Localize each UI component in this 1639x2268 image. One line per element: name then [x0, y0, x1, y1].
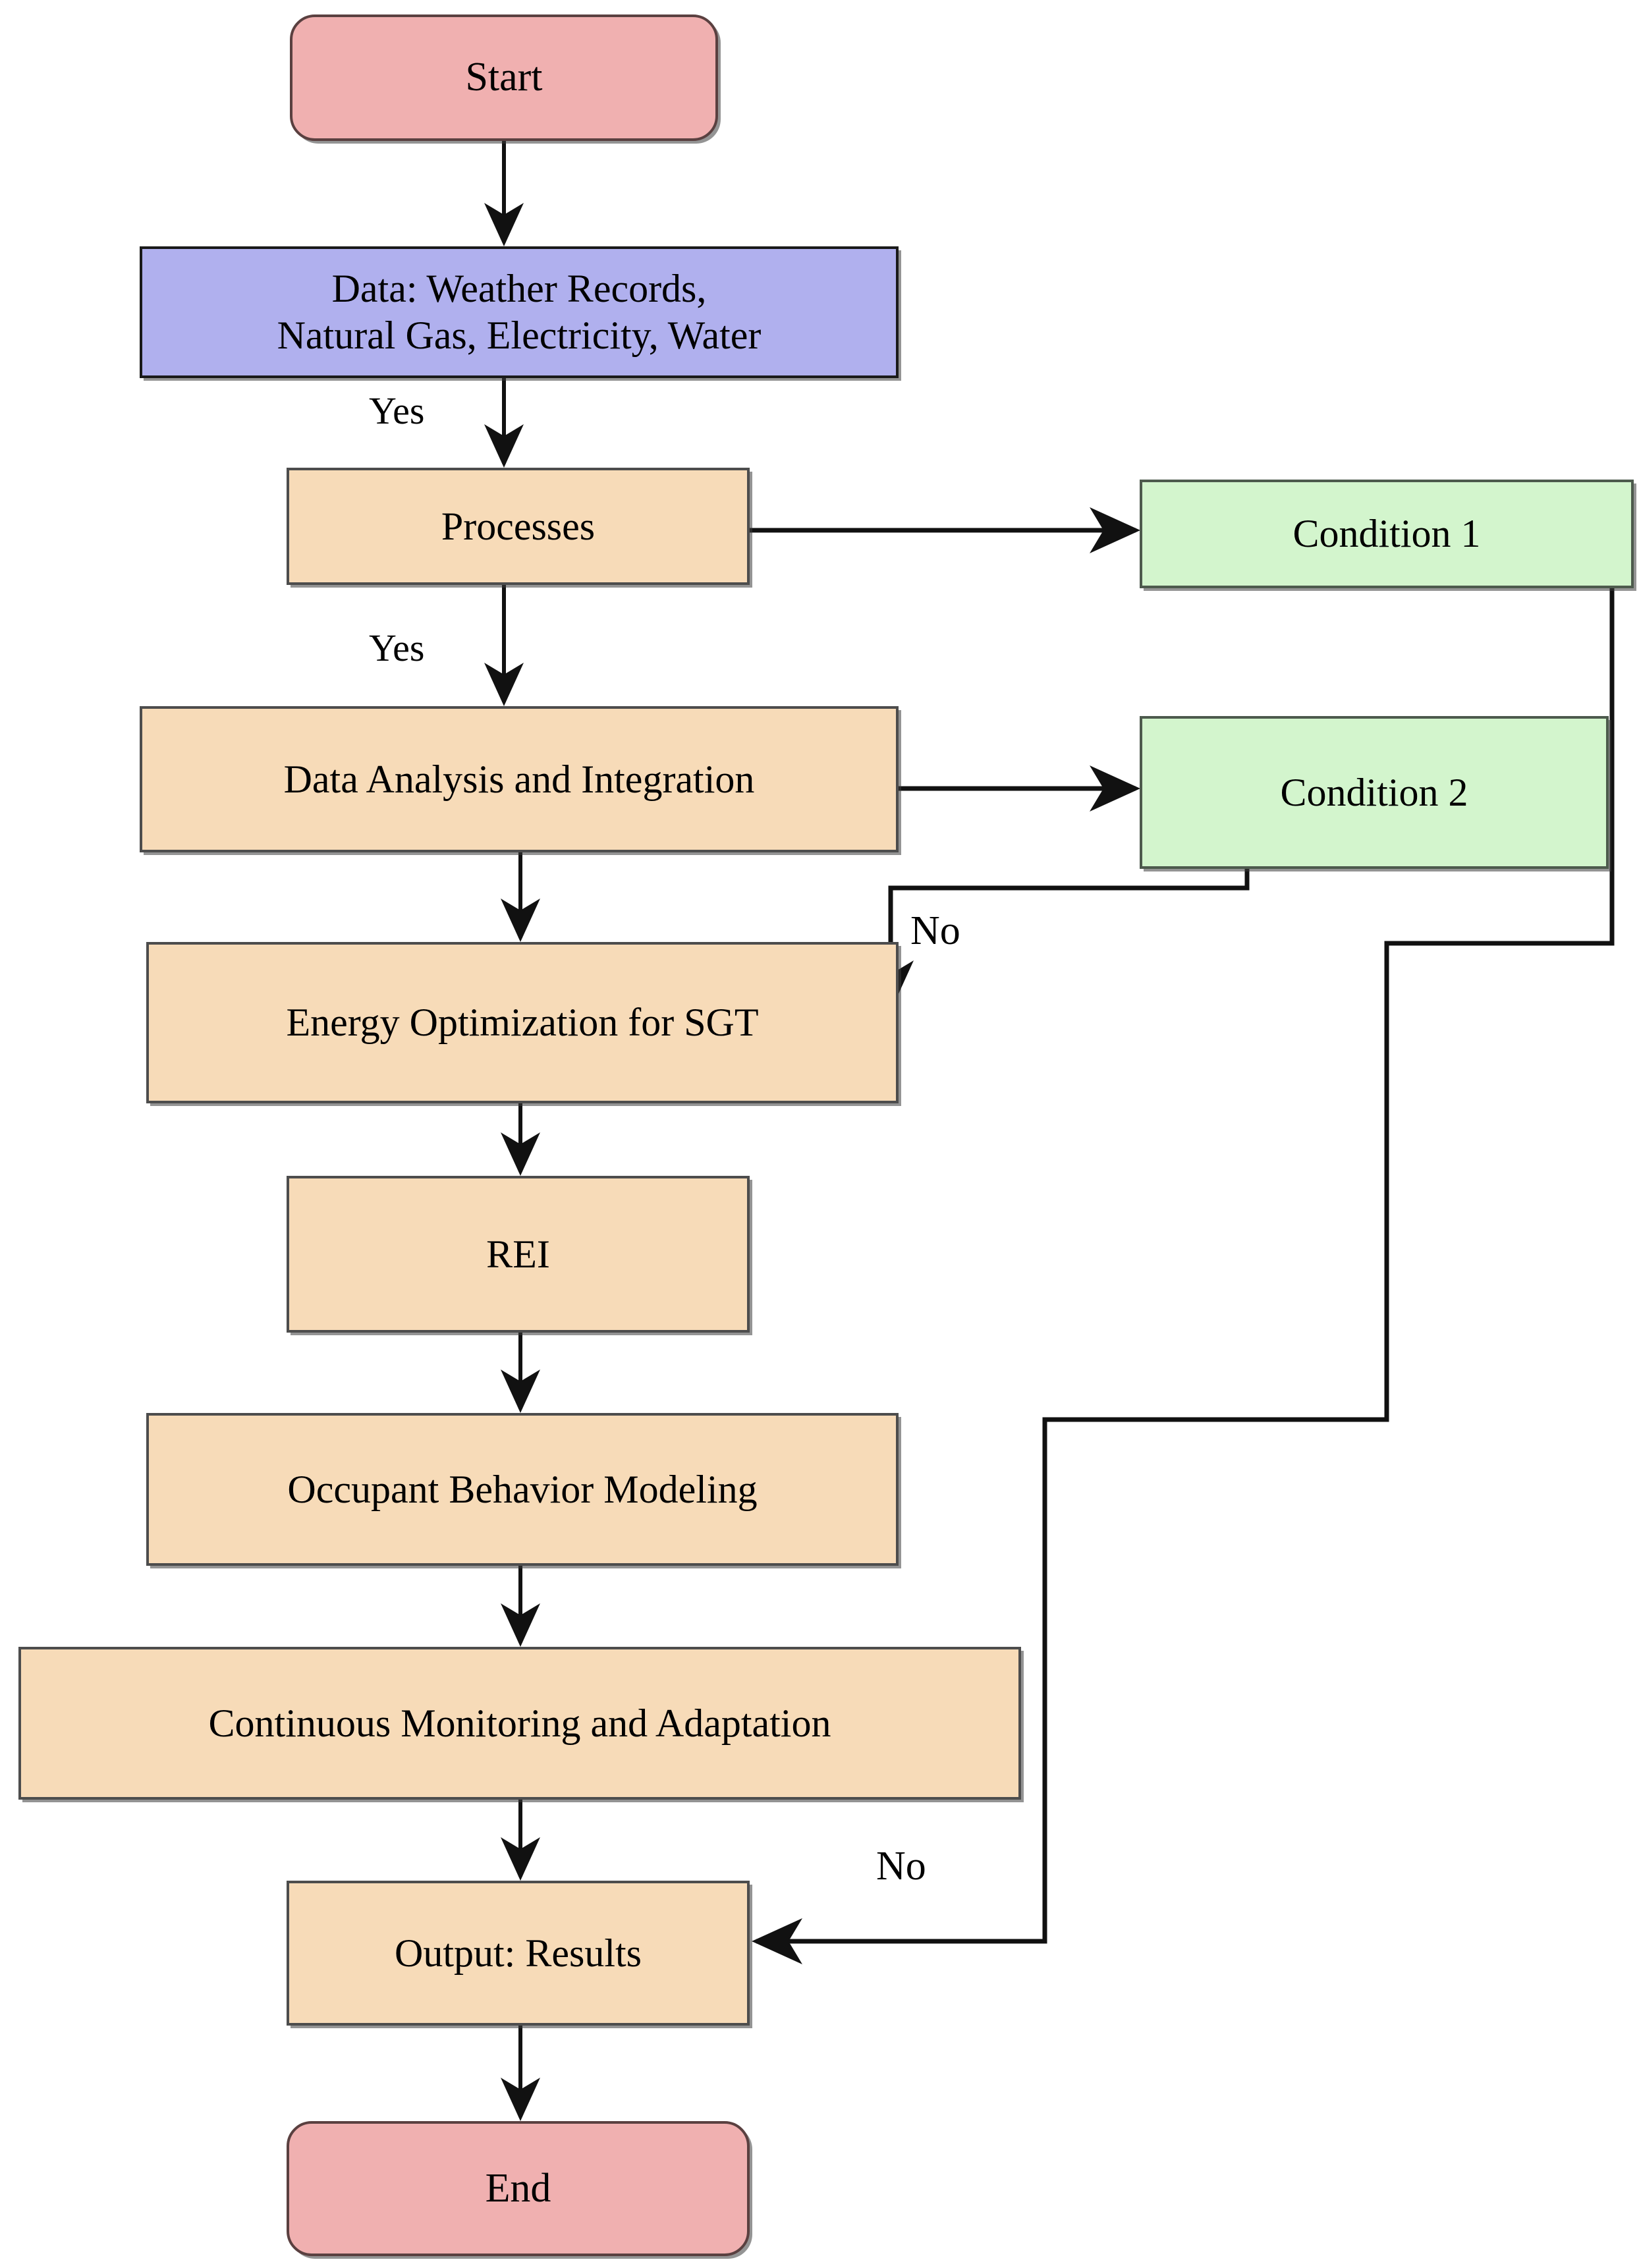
node-energy-optimization-for-sgt[interactable]: Energy Optimization for SGT [146, 942, 899, 1103]
node-processes[interactable]: Processes [287, 468, 750, 585]
node-data-analysis-and-integration[interactable]: Data Analysis and Integration [140, 706, 899, 852]
node-data-analysis-and-integration-label: Data Analysis and Integration [283, 757, 755, 801]
node-occupant-behavior-modeling-label: Occupant Behavior Modeling [287, 1467, 758, 1511]
node-data-sources[interactable]: Data: Weather Records, Natural Gas, Elec… [140, 246, 899, 378]
edge-label-yes-processes-to-dataanalysis: Yes [369, 626, 425, 669]
node-rei-label: REI [486, 1232, 550, 1276]
node-rei[interactable]: REI [287, 1176, 750, 1333]
node-processes-label: Processes [441, 504, 596, 548]
node-condition-1-label: Condition 1 [1292, 512, 1481, 556]
node-condition-2-label: Condition 2 [1280, 770, 1468, 814]
node-output-results-label: Output: Results [394, 1931, 642, 1975]
node-energy-optimization-for-sgt-label: Energy Optimization for SGT [286, 1001, 759, 1045]
node-end-label: End [485, 2165, 551, 2211]
edge-label-no-condition1-to-output: No [876, 1844, 926, 1889]
node-condition-2[interactable]: Condition 2 [1140, 716, 1609, 869]
node-start-label: Start [465, 55, 543, 100]
edge-label-yes-data-to-processes: Yes [369, 389, 425, 432]
node-occupant-behavior-modeling[interactable]: Occupant Behavior Modeling [146, 1413, 899, 1566]
node-data-sources-label: Data: Weather Records, Natural Gas, Elec… [277, 267, 762, 357]
edge-label-no-condition2-to-energy: No [910, 908, 960, 953]
node-start[interactable]: Start [290, 14, 718, 141]
node-continuous-monitoring-and-adaptation-label: Continuous Monitoring and Adaptation [208, 1701, 831, 1745]
node-condition-1[interactable]: Condition 1 [1140, 480, 1634, 588]
node-end[interactable]: End [287, 2121, 750, 2256]
node-output-results[interactable]: Output: Results [287, 1881, 750, 2026]
node-continuous-monitoring-and-adaptation[interactable]: Continuous Monitoring and Adaptation [18, 1647, 1021, 1800]
